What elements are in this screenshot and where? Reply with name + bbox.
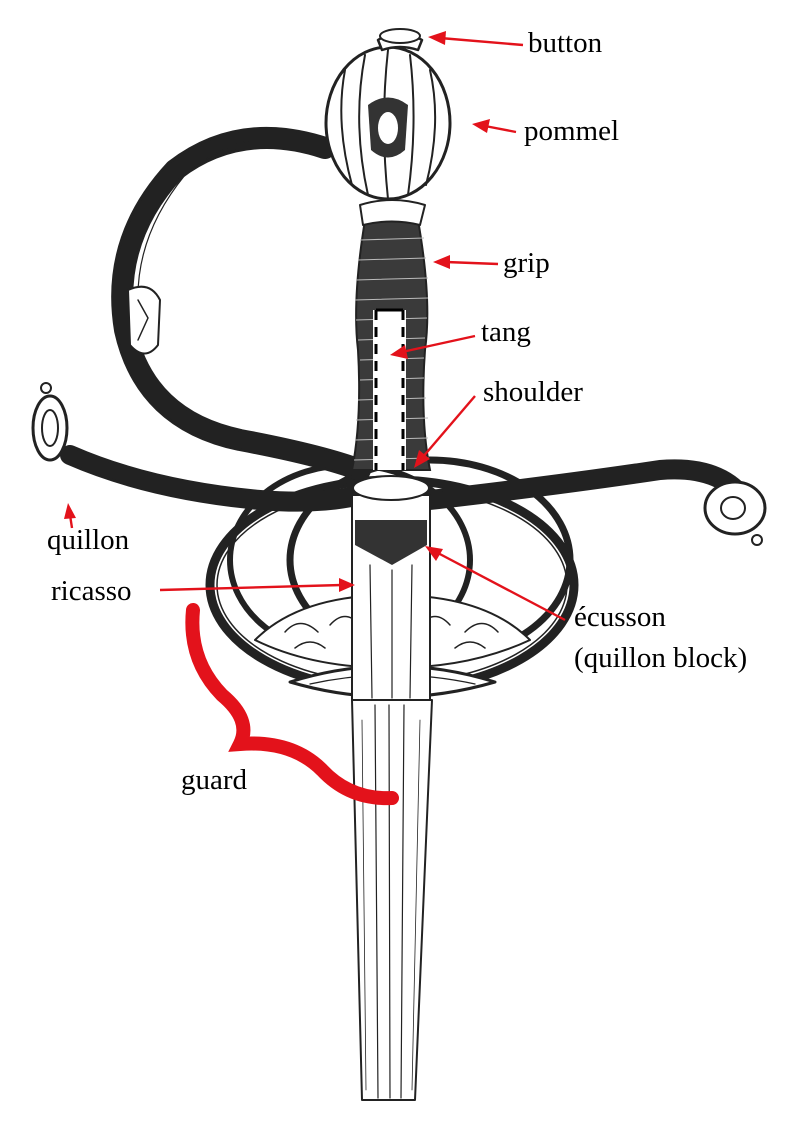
arrow-ecusson [425,546,566,622]
arrow-ricasso [159,578,355,592]
arrow-pommel [472,119,517,134]
label-ecusson: écusson [574,601,666,633]
quillons [31,382,767,546]
pommel-assembly [324,28,452,226]
blade [351,699,433,1101]
label-shoulder: shoulder [483,376,583,408]
label-ricasso: ricasso [51,575,132,607]
arrow-tang [390,334,476,359]
arrow-quillon [64,503,76,529]
label-ecusson-subtitle: (quillon block) [574,642,748,674]
guard-brace [185,603,399,806]
grip [350,219,432,471]
label-guard: guard [181,764,248,796]
label-tang: tang [481,316,531,348]
label-pommel: pommel [524,115,620,147]
arrow-grip [433,255,499,269]
knuckle-bow [111,127,371,481]
annotation-arrows [64,31,566,806]
arrow-button [428,31,524,47]
arrow-shoulder [414,395,476,468]
label-grip: grip [503,247,550,279]
label-button: button [528,27,603,59]
quillon-block [351,475,431,701]
label-quillon: quillon [47,524,130,556]
